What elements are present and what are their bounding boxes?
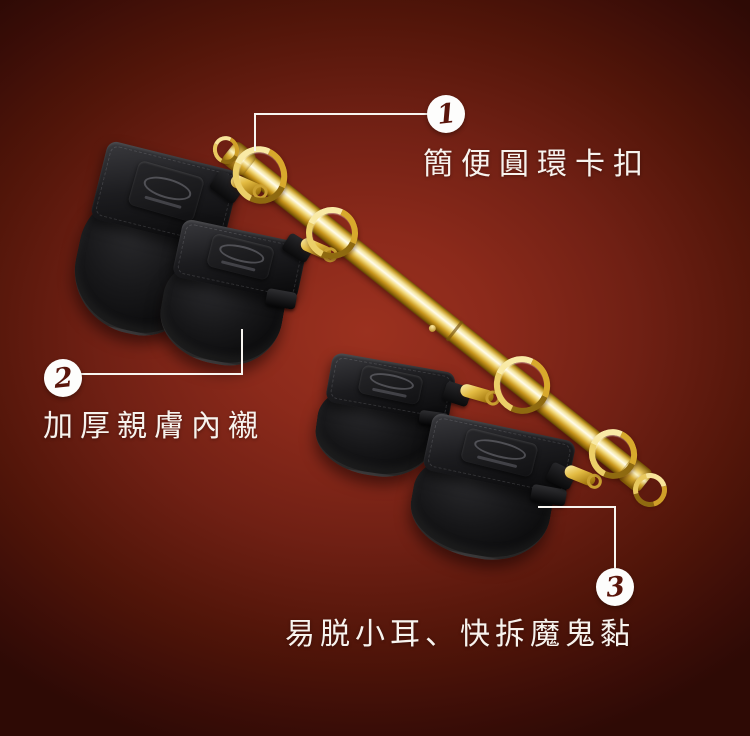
- callout-3-label: 易脱小耳、快拆魔鬼黏: [285, 618, 635, 651]
- callout-2-line-horizontal: [81, 373, 243, 375]
- brand-stamp-line: [371, 387, 407, 398]
- brand-oval-stamp: [473, 436, 528, 464]
- callout-3-line-horizontal: [538, 506, 616, 508]
- callout-3-number-badge: 3: [596, 568, 634, 606]
- bar-joint-seam: [445, 320, 464, 342]
- brand-patch: [205, 233, 275, 282]
- callout-1-label: 簡便圓環卡扣: [423, 148, 651, 181]
- brand-stamp-line: [220, 260, 256, 273]
- brand-stamp-line: [144, 195, 182, 209]
- brand-oval-stamp: [367, 369, 415, 393]
- callout-2-label: 加厚親膚內襯: [43, 410, 265, 443]
- callout-2-number: 2: [52, 361, 74, 395]
- callout-1-line-vertical: [254, 113, 256, 151]
- callout-1-number-badge: 1: [427, 95, 465, 133]
- brand-patch: [357, 363, 425, 405]
- callout-1-number: 1: [435, 97, 457, 131]
- bar-screw: [427, 323, 438, 334]
- wrist-cuff-4: [403, 410, 580, 572]
- brand-patch: [127, 159, 206, 223]
- callout-3-line-vertical: [614, 506, 616, 568]
- brand-oval-stamp: [140, 171, 194, 205]
- brand-oval-stamp: [216, 241, 265, 268]
- callout-2-line-vertical: [241, 329, 243, 375]
- callout-3-number: 3: [604, 570, 626, 604]
- brand-stamp-line: [477, 455, 518, 469]
- callout-1-line-horizontal: [255, 113, 428, 115]
- brand-patch: [460, 427, 540, 478]
- callout-2-number-badge: 2: [44, 359, 82, 397]
